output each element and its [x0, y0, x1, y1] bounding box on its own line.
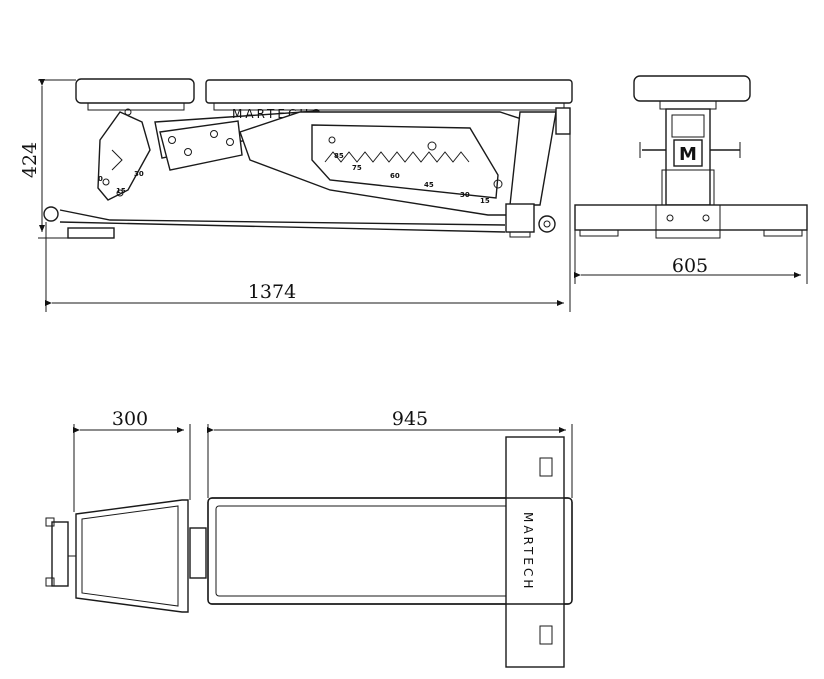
- top-view: MARTECH: [45, 436, 573, 668]
- side-back-plate: [213, 102, 565, 111]
- angle-mark-75: 75: [352, 164, 362, 172]
- seat-bracket: [97, 111, 151, 201]
- top-rear-crossbar: [505, 436, 565, 668]
- seat-mark-15: 15: [116, 187, 126, 195]
- angle-mark-45: 45: [424, 181, 434, 189]
- top-seat: [75, 499, 189, 613]
- top-brand-text: MARTECH: [521, 512, 535, 591]
- bottom-rail: [59, 209, 506, 226]
- side-hinge-plate: [159, 120, 243, 171]
- length-dimension: 1374: [45, 134, 571, 312]
- length-label: 1374: [248, 281, 296, 303]
- ladder-teeth: [324, 151, 470, 163]
- top-front-roller: [51, 521, 69, 587]
- front-foot-roller: [43, 206, 59, 222]
- top-hinge: [189, 527, 207, 579]
- rear-foot: [505, 203, 535, 233]
- angle-mark-15: 15: [480, 197, 490, 205]
- width-dimension: 605: [574, 230, 808, 284]
- side-view: MARTECHO 85 75 60 45 30 15 0 15 30: [43, 78, 573, 239]
- height-label: 424: [19, 142, 41, 178]
- back-length-dimension: 945: [207, 408, 573, 498]
- rear-upright: [509, 111, 557, 206]
- front-foot-pad: [67, 227, 115, 239]
- angle-mark-85: 85: [334, 152, 344, 160]
- front-logo-box: [673, 139, 703, 167]
- side-seat-pad: [75, 78, 195, 104]
- top-wheel-upper: [539, 457, 553, 477]
- side-seat-plate: [87, 102, 185, 111]
- rear-wheel: [538, 215, 556, 233]
- top-wheel-lower: [539, 625, 553, 645]
- width-label: 605: [672, 255, 708, 277]
- seat-mark-30: 30: [134, 170, 144, 178]
- rear-handle: [555, 107, 571, 135]
- front-view: M: [574, 75, 808, 239]
- back-length-label: 945: [392, 408, 428, 430]
- seat-length-label: 300: [112, 408, 148, 430]
- seat-length-dimension: 300: [73, 408, 191, 512]
- angle-mark-30: 30: [460, 191, 470, 199]
- seat-mark-0: 0: [98, 175, 103, 183]
- front-logo: M: [679, 144, 697, 165]
- front-pad: [633, 75, 751, 102]
- front-base: [574, 204, 808, 231]
- height-dimension: 424: [19, 79, 76, 239]
- side-back-pad: [205, 79, 573, 104]
- angle-mark-60: 60: [390, 172, 400, 180]
